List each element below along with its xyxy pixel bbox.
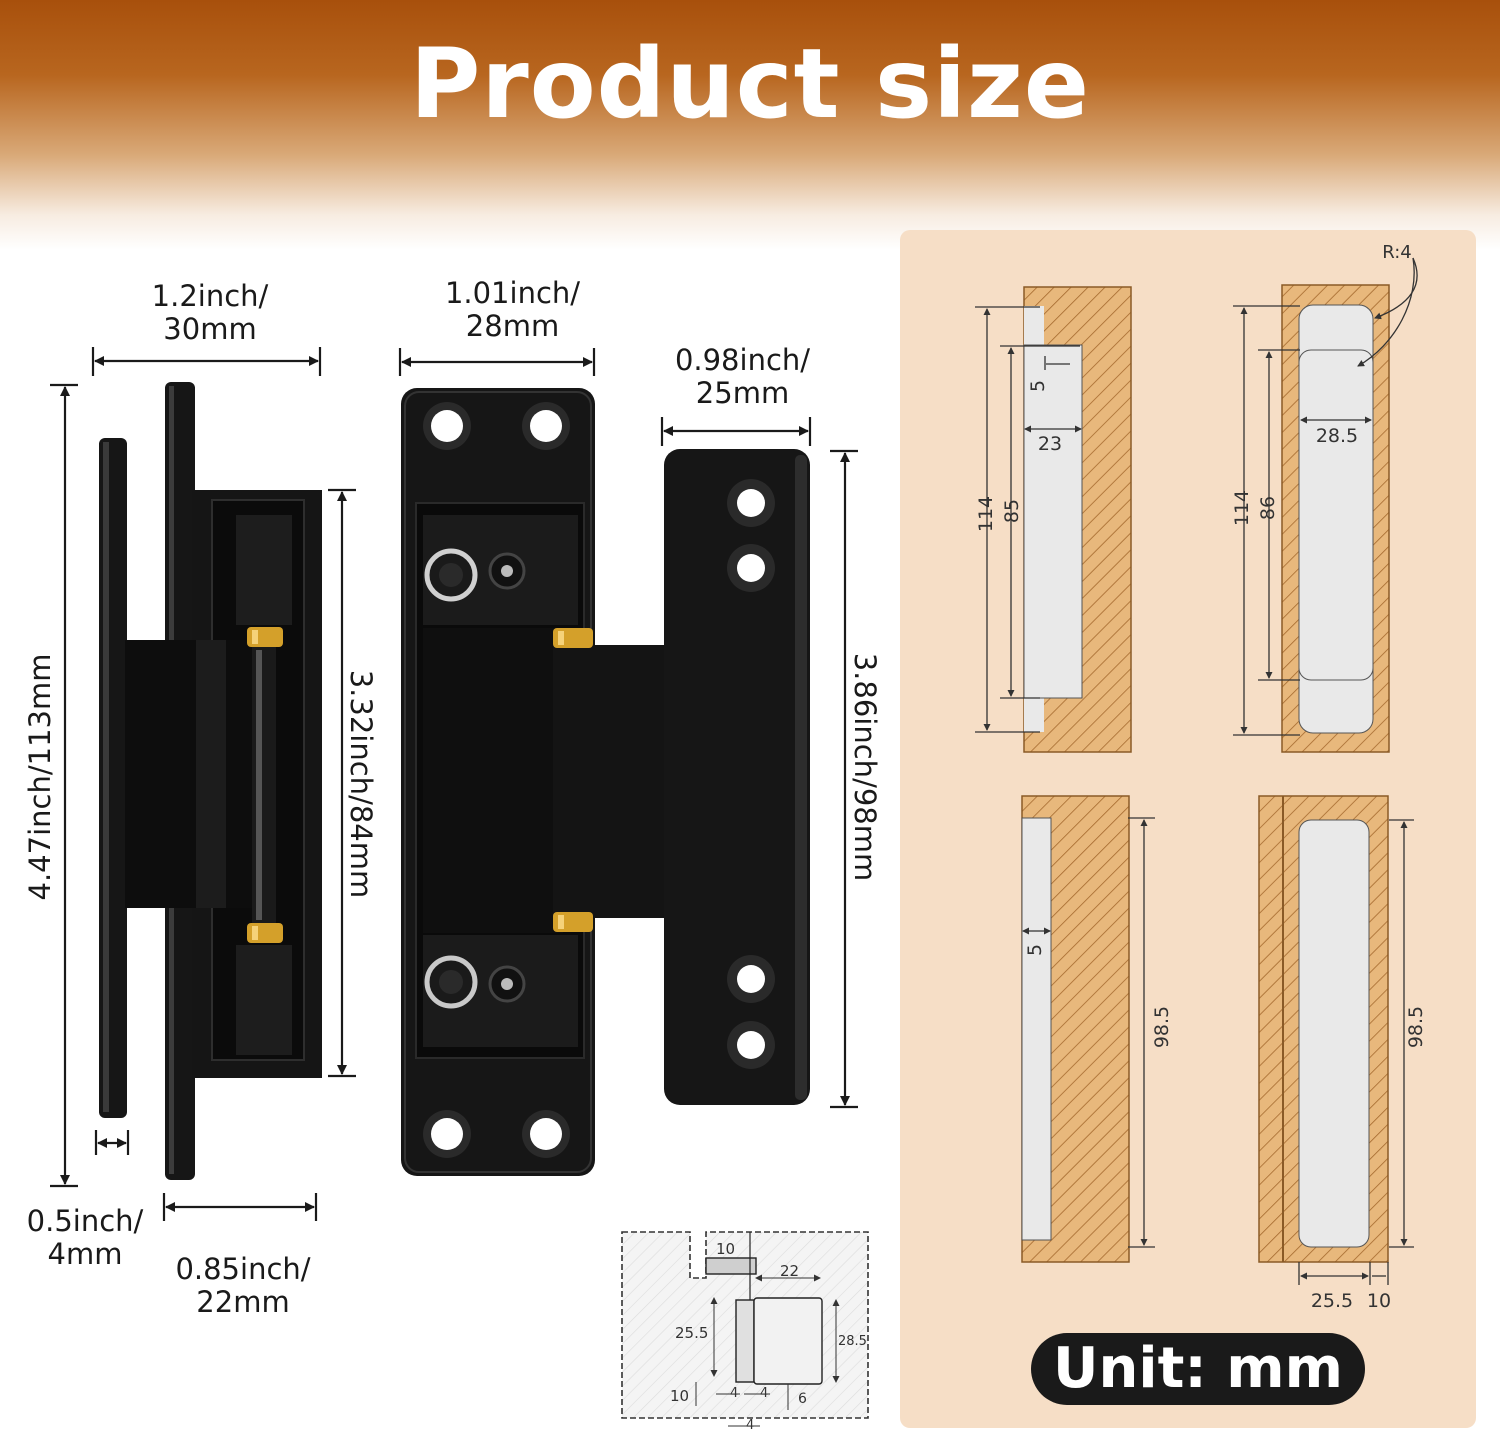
unit-badge: Unit: mm [1031, 1333, 1365, 1405]
cutout-d-drawing [1258, 795, 1414, 1285]
page-title: Product size [410, 28, 1090, 140]
cutout-c-98-5: 98.5 [1151, 1005, 1173, 1049]
install-bottom-4b: 4 [760, 1386, 769, 1401]
plate-thickness-label: 0.5inch/ 4mm [26, 1204, 144, 1271]
cutout-b-radius: R:4 [1382, 242, 1412, 263]
plate-height-label: 3.86inch/98mm [848, 652, 882, 882]
cutout-b-drawing [1233, 257, 1418, 753]
cutout-a-114: 114 [975, 495, 997, 533]
install-height-25-5: 25.5 [675, 1324, 709, 1342]
cutout-c-5: 5 [1024, 943, 1046, 957]
install-bottom-4c: 4 [746, 1418, 755, 1433]
cutout-c-drawing [1021, 795, 1155, 1263]
cutout-d-10: 10 [1366, 1290, 1392, 1312]
cutout-b-28-5: 28.5 [1315, 425, 1359, 447]
install-bottom-6: 6 [798, 1391, 807, 1407]
hinge-side-view [99, 382, 322, 1180]
cutout-a-drawing [975, 286, 1132, 753]
install-height-28-5: 28.5 [838, 1334, 867, 1349]
side-width-label: 1.2inch/ 30mm [151, 279, 269, 346]
front-width-label: 1.01inch/ 28mm [444, 276, 581, 343]
cutout-a-23: 23 [1037, 433, 1063, 455]
install-top-10: 10 [716, 1240, 736, 1258]
hinge-front-view [401, 388, 810, 1176]
cutout-a-85: 85 [1001, 498, 1023, 524]
hinge-dimension-lines [50, 347, 858, 1221]
cutout-d-25-5: 25.5 [1310, 1290, 1354, 1312]
side-height-label: 4.47inch/113mm [23, 653, 57, 901]
body-height-label: 3.32inch/84mm [344, 669, 378, 899]
install-bottom-4a: 4 [730, 1386, 739, 1401]
install-section-drawing [621, 1231, 869, 1427]
install-bottom-10: 10 [670, 1387, 690, 1405]
body-depth-label: 0.85inch/ 22mm [175, 1252, 311, 1319]
title-banner [0, 0, 1500, 250]
cutout-b-86: 86 [1257, 495, 1279, 521]
plate-width-label: 0.98inch/ 25mm [674, 343, 811, 410]
cutout-d-98-5: 98.5 [1405, 1005, 1427, 1049]
cutout-a-5: 5 [1027, 379, 1049, 393]
install-width-22: 22 [780, 1262, 800, 1280]
cutout-b-114: 114 [1231, 489, 1253, 527]
